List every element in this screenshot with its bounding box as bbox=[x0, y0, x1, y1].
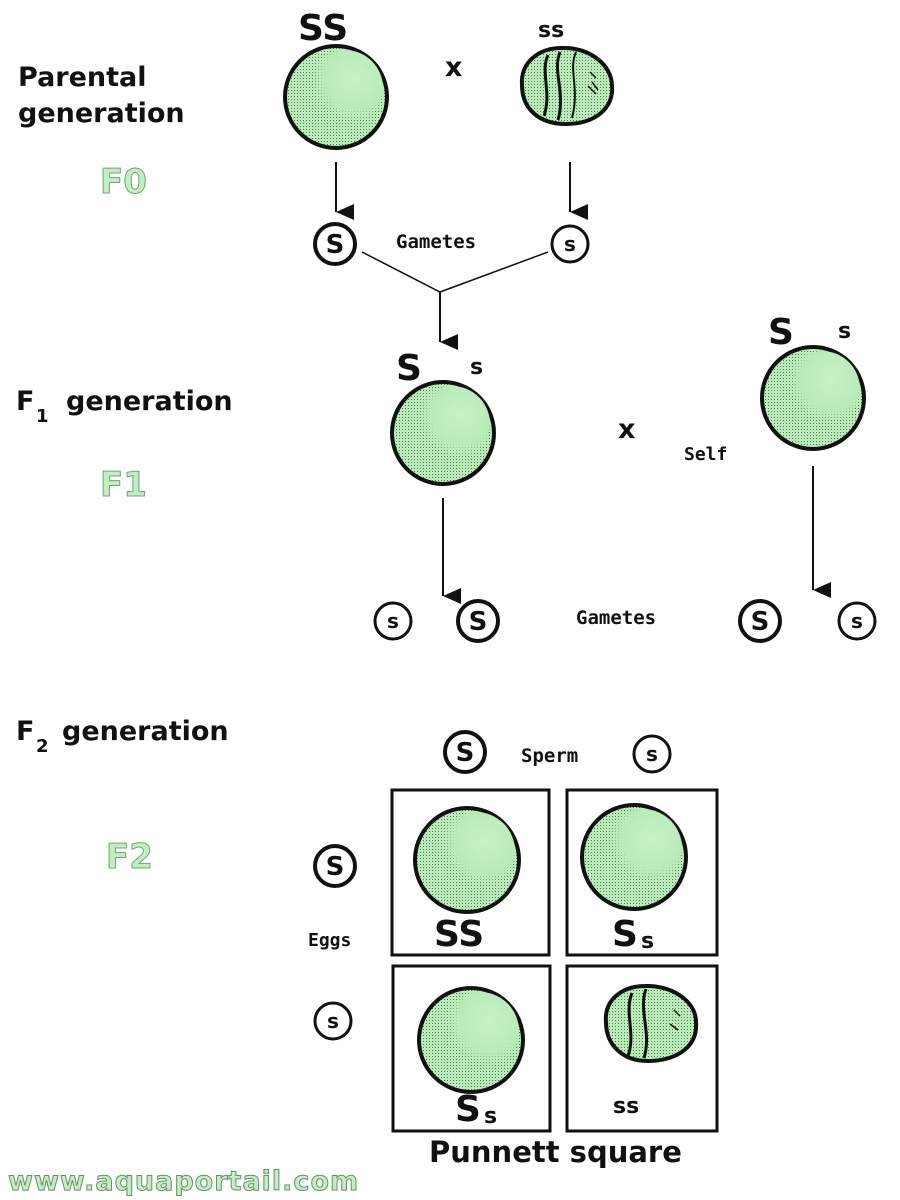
f1-label: F 1 generation bbox=[16, 386, 233, 427]
svg-text:s: s bbox=[327, 1009, 339, 1033]
gametes-label-parental: Gametes bbox=[396, 231, 476, 253]
round-pea-f1-left bbox=[390, 380, 496, 486]
svg-text:S: S bbox=[456, 738, 475, 768]
self-label: Self bbox=[684, 444, 727, 465]
parental-cross-symbol: x bbox=[445, 52, 462, 83]
gamete-S-f1-b: S bbox=[456, 599, 500, 643]
svg-text:F: F bbox=[16, 716, 34, 747]
svg-text:S: S bbox=[326, 230, 345, 260]
f1-code: F1 bbox=[100, 465, 147, 505]
punnett-cell-bottom-right bbox=[565, 964, 719, 1133]
genotype-Ss-top: S s bbox=[612, 914, 654, 955]
punnett-square-caption: Punnett square bbox=[429, 1135, 682, 1169]
watermark: www.aquaportail.com bbox=[8, 1166, 359, 1197]
genotype-Ss-bottom: S s bbox=[455, 1089, 497, 1130]
genotype-ss: ss bbox=[613, 1094, 639, 1119]
gamete-S-f1-c: S bbox=[738, 599, 782, 643]
f2-label: F 2 generation bbox=[16, 716, 229, 757]
svg-text:S: S bbox=[751, 607, 770, 637]
f1-left-dominant-allele: S bbox=[396, 348, 422, 389]
round-pea-parent bbox=[283, 44, 389, 150]
parent-ss-dominant-genotype: SS bbox=[298, 8, 348, 49]
svg-text:generation: generation bbox=[66, 386, 233, 417]
f1-left-recessive-allele: s bbox=[470, 355, 483, 380]
punnett-cell-top-right bbox=[565, 788, 719, 957]
svg-text:s: s bbox=[646, 742, 658, 766]
parental-label-line2: generation bbox=[18, 98, 185, 129]
gamete-s-f1-d: s bbox=[837, 601, 877, 641]
genotype-SS: SS bbox=[434, 914, 484, 955]
svg-text:2: 2 bbox=[36, 736, 49, 757]
svg-text:s: s bbox=[484, 1104, 497, 1129]
gamete-S-parental: S bbox=[313, 222, 357, 266]
svg-text:S: S bbox=[469, 607, 488, 637]
egg-gamete-s: s bbox=[313, 1001, 353, 1041]
gametes-label-f1: Gametes bbox=[576, 607, 656, 629]
punnett-cell-top-left bbox=[390, 788, 551, 957]
f1-cross-symbol: x bbox=[618, 414, 635, 445]
round-pea-f2-Ss-top bbox=[580, 803, 688, 911]
svg-text:1: 1 bbox=[36, 406, 49, 427]
gamete-s-f1-a: s bbox=[373, 601, 413, 641]
svg-text:s: s bbox=[564, 232, 576, 256]
svg-text:S: S bbox=[612, 914, 638, 955]
f1-right-dominant-allele: S bbox=[768, 312, 794, 353]
svg-text:s: s bbox=[641, 929, 654, 954]
f0-code: F0 bbox=[100, 162, 147, 202]
round-pea-f2-Ss-bottom bbox=[417, 986, 525, 1094]
wrinkled-pea-f2-ss bbox=[603, 983, 699, 1064]
round-pea-f1-right bbox=[760, 345, 866, 451]
sperm-gamete-s: s bbox=[632, 734, 672, 774]
svg-text:s: s bbox=[851, 609, 863, 633]
svg-text:S: S bbox=[455, 1089, 481, 1130]
wrinkled-pea-parent bbox=[519, 45, 615, 127]
parental-label-line1: Parental bbox=[18, 62, 147, 93]
sperm-gamete-S: S bbox=[443, 730, 487, 774]
svg-text:S: S bbox=[326, 852, 345, 882]
sperm-label: Sperm bbox=[521, 745, 578, 767]
parent-ss-recessive-genotype: ss bbox=[538, 18, 564, 43]
f1-right-recessive-allele: s bbox=[838, 319, 851, 344]
svg-text:s: s bbox=[387, 609, 399, 633]
f2-code: F2 bbox=[106, 837, 153, 877]
gamete-s-parental: s bbox=[550, 224, 590, 264]
svg-text:generation: generation bbox=[62, 716, 229, 747]
gamete-fusion-lines bbox=[361, 251, 549, 293]
svg-text:F: F bbox=[16, 386, 34, 417]
egg-gamete-S: S bbox=[313, 844, 357, 888]
eggs-label: Eggs bbox=[308, 930, 351, 951]
punnett-cell-bottom-left bbox=[391, 964, 552, 1133]
round-pea-f2-SS bbox=[413, 806, 521, 914]
